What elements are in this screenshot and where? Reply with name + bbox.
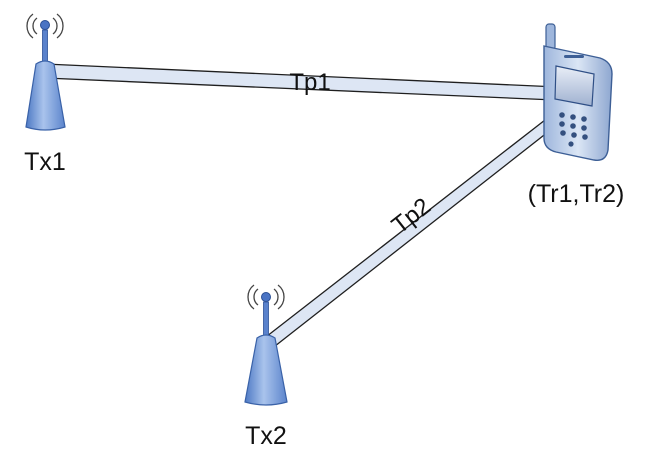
- receiver-node: (Tr1,Tr2): [528, 23, 625, 208]
- tx2-node: Tx2: [244, 284, 288, 449]
- radio-waves-icon: [247, 284, 285, 310]
- tx2-label: Tx2: [245, 422, 287, 449]
- receiver-label: (Tr1,Tr2): [528, 180, 625, 208]
- tp1-label: Tp1: [289, 69, 330, 96]
- tx1-node: Tx1: [24, 13, 66, 176]
- radio-waves-icon: [26, 13, 64, 39]
- antenna-tower-icon: [25, 20, 66, 131]
- mobile-phone-icon: [543, 23, 613, 161]
- antenna-tower-icon: [244, 292, 288, 406]
- tx1-label: Tx1: [24, 148, 66, 176]
- tp2-label: Tp2: [387, 193, 436, 240]
